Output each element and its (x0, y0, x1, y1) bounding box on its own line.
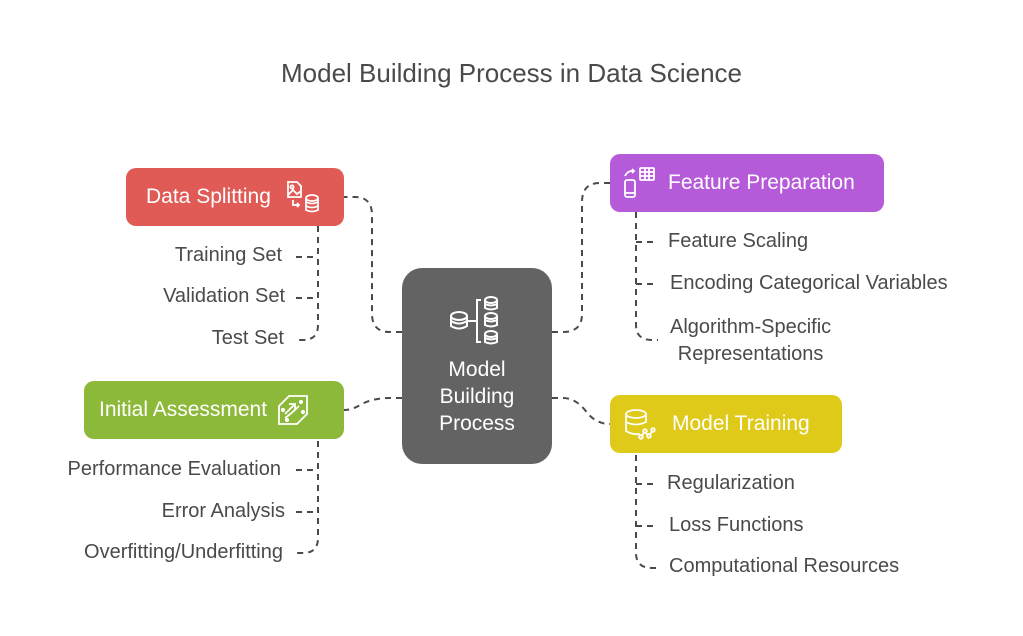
diagram-title: Model Building Process in Data Science (280, 58, 743, 88)
branch-label: Initial Assessment (99, 398, 268, 421)
connector-data-splitting (344, 196, 402, 333)
connector-assessment-items (296, 441, 319, 554)
connector-model-training (552, 397, 611, 425)
branch-label: Feature Preparation (668, 171, 855, 194)
device-spreadsheet-transfer-icon (622, 166, 658, 200)
list-item-algorithm-specific-representations: Algorithm-Specific Representations (670, 314, 831, 368)
list-item-overfitting-underfitting: Overfitting/Underfitting (84, 541, 283, 563)
list-item-loss-functions: Loss Functions (669, 514, 804, 536)
list-item-error-analysis: Error Analysis (161, 500, 285, 522)
item-line-1: Algorithm-Specific (670, 316, 832, 338)
database-hierarchy-icon (447, 294, 507, 348)
branch-initial-assessment[interactable]: Initial Assessment (84, 381, 344, 439)
branch-model-training[interactable]: Model Training (610, 395, 842, 453)
branch-label: Model Training (672, 412, 810, 435)
list-item-test-set: Test Set (211, 327, 284, 349)
center-label-line-3: Process (439, 412, 515, 435)
connector-training-items (635, 455, 658, 569)
branch-data-splitting[interactable]: Data Splitting (126, 168, 344, 226)
connector-data-splitting-items (296, 226, 319, 341)
center-label-line-2: Building (439, 385, 515, 408)
image-to-database-icon (285, 180, 321, 214)
center-node-model-building-process[interactable]: Model Building Process (402, 268, 552, 464)
connector-feature-preparation (552, 182, 610, 333)
list-item-encoding-categorical-variables: Encoding Categorical Variables (670, 272, 948, 294)
connector-feature-items (635, 212, 658, 341)
center-label-line-1: Model (448, 358, 506, 381)
database-graph-icon (622, 407, 658, 441)
list-item-computational-resources: Computational Resources (669, 555, 900, 577)
branch-feature-preparation[interactable]: Feature Preparation (610, 154, 884, 212)
list-item-training-set: Training Set (174, 244, 282, 266)
list-item-performance-evaluation: Performance Evaluation (67, 458, 281, 480)
branch-label: Data Splitting (146, 185, 271, 208)
list-item-regularization: Regularization (667, 472, 795, 494)
list-item-validation-set: Validation Set (163, 285, 285, 307)
item-line-2: Representations (677, 343, 824, 365)
circuit-arrow-icon (275, 392, 311, 428)
connector-initial-assessment (343, 397, 402, 411)
list-item-feature-scaling: Feature Scaling (668, 230, 809, 252)
